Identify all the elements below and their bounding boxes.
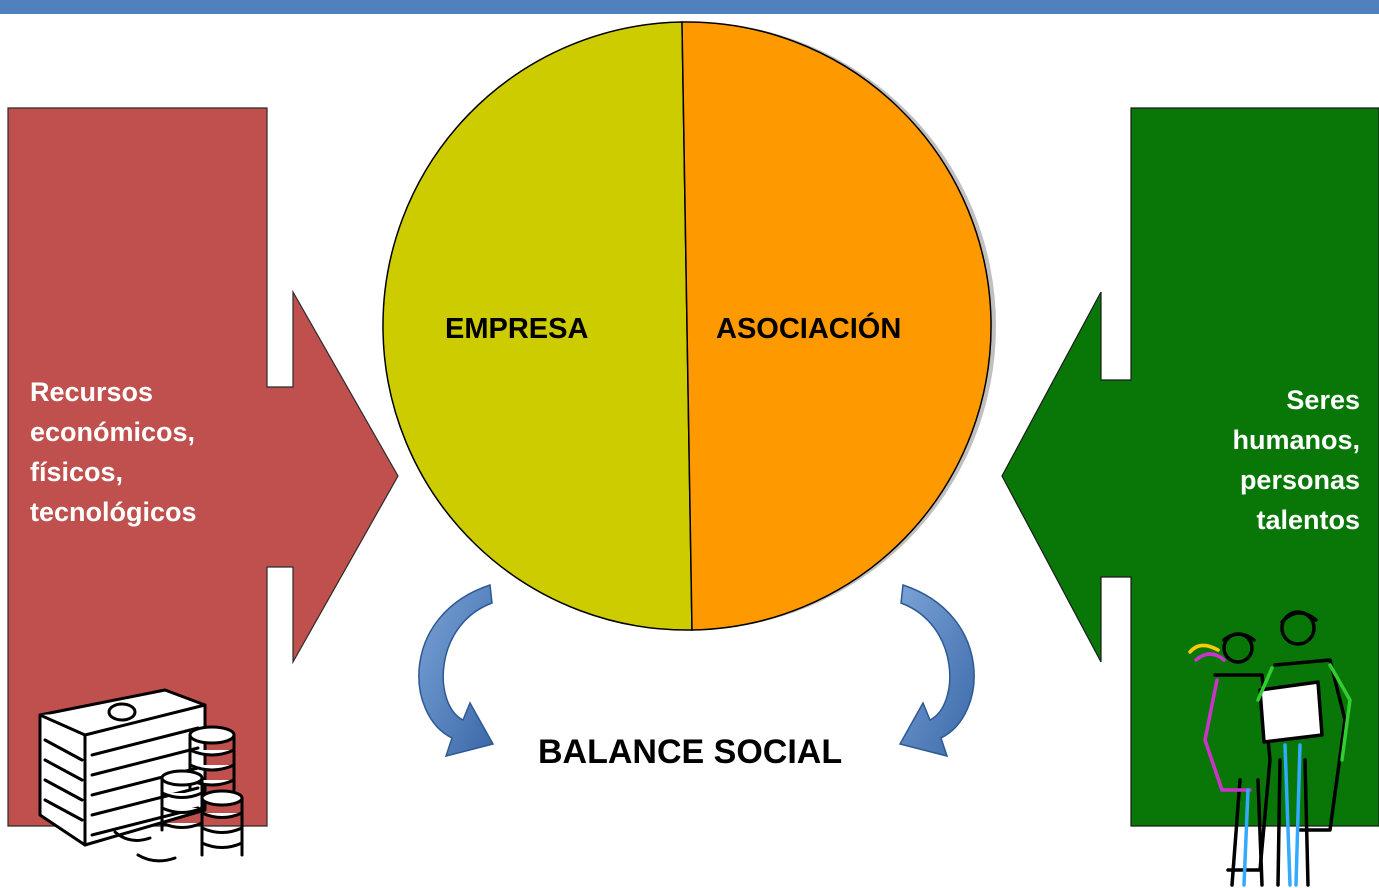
left-arrow-line: Recursos xyxy=(30,377,154,407)
circle-right-half xyxy=(681,21,992,631)
right-arrow-line: talentos xyxy=(1256,505,1360,535)
left-arrow-line: físicos, xyxy=(30,457,124,487)
balance-social-label: BALANCE SOCIAL xyxy=(538,733,843,771)
circle-right-label: ASOCIACIÓN xyxy=(716,313,902,345)
two-workers-reading-plan-icon xyxy=(1188,610,1352,887)
right-arrow xyxy=(1001,107,1379,827)
left-arrow-line: económicos, xyxy=(30,417,196,447)
circle-left-half xyxy=(382,21,693,631)
left-arrow-line: tecnológicos xyxy=(30,497,197,527)
left-arrow xyxy=(7,107,399,827)
curved-arrow-right-icon xyxy=(898,583,975,758)
right-arrow-line: Seres xyxy=(1286,385,1360,415)
money-stack-coins-icon xyxy=(38,688,244,863)
right-arrow-line: humanos, xyxy=(1232,425,1360,455)
left-arrow-label: Recursos económicos, físicos, tecnológic… xyxy=(30,372,270,532)
right-arrow-line: personas xyxy=(1239,465,1360,495)
right-arrow-label: Seres humanos, personas talentos xyxy=(1140,380,1360,540)
circle-left-label: EMPRESA xyxy=(445,313,589,345)
top-bar xyxy=(0,0,1379,14)
curved-arrow-left-icon xyxy=(418,583,495,758)
